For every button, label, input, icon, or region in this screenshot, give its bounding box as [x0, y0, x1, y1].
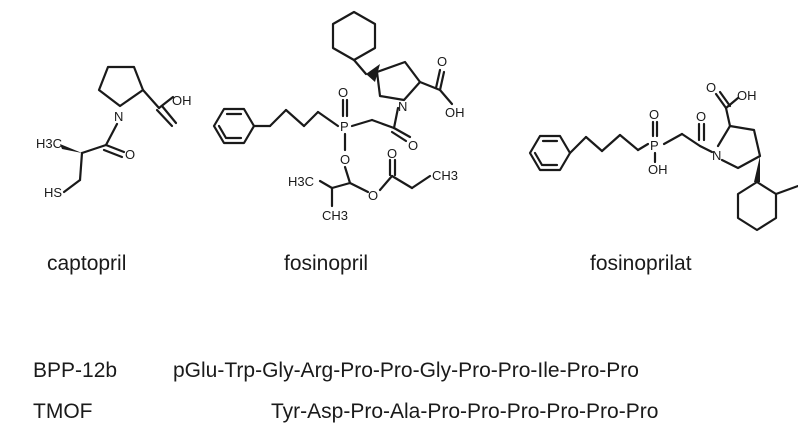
fos-o-amide-label: O [408, 138, 418, 153]
peptide-code: TMOF [33, 400, 93, 423]
fpl-p-label: P [650, 138, 659, 153]
fos-n-label: N [398, 99, 407, 114]
peptide-row-bpp: BPP-12b pGlu-Trp-Gly-Arg-Pro-Pro-Gly-Pro… [0, 359, 798, 389]
fosinoprilat-structure: P O OH O N O OH [528, 80, 798, 232]
compound-name-captopril: captopril [47, 252, 127, 275]
fos-ch3-right-label: CH3 [432, 168, 458, 183]
fos-o-acid-label: O [437, 54, 447, 69]
fos-oh-acid-label: OH [445, 105, 465, 120]
captopril-structure: OH N O H3C HS [36, 65, 192, 200]
peptide-sequence: Tyr-Asp-Pro-Ala-Pro-Pro-Pro-Pro-Pro-Pro [271, 400, 659, 423]
fosinopril-structure: N O OH O P O O H3 [212, 10, 465, 223]
compound-name-fosinopril: fosinopril [284, 252, 369, 275]
compound-name-fosinoprilat: fosinoprilat [590, 252, 692, 275]
cap-n-label: N [114, 109, 123, 124]
cap-oh-label: OH [172, 93, 192, 108]
fos-o-p-label: O [338, 85, 348, 100]
fpl-oh-label: OH [648, 162, 668, 177]
peptide-sequence: pGlu-Trp-Gly-Arg-Pro-Pro-Gly-Pro-Pro-Ile… [173, 359, 639, 382]
fos-o-ester-label: O [340, 152, 350, 167]
structure-diagrams: OH N O H3C HS N O OH O [36, 10, 798, 232]
fos-o-carbonyl-label: O [387, 146, 397, 161]
fpl-o-p-label: O [649, 107, 659, 122]
fpl-o-amide-label: O [696, 109, 706, 124]
fos-o-ester2-label: O [368, 188, 378, 203]
peptide-code: BPP-12b [33, 359, 118, 382]
fpl-n-label: N [712, 148, 721, 163]
cap-h3c-label: H3C [36, 136, 62, 151]
fos-ch3-bottom-label: CH3 [322, 208, 348, 223]
fos-p-label: P [340, 119, 349, 134]
fpl-o-acid-label: O [706, 80, 716, 95]
peptide-row-tmof: TMOF Tyr-Asp-Pro-Ala-Pro-Pro-Pro-Pro-Pro… [0, 400, 798, 430]
cap-o-label: O [125, 147, 135, 162]
cap-hs-label: HS [44, 185, 62, 200]
fpl-oh-acid-label: OH [737, 88, 757, 103]
fos-ch3-left-label: H3C [288, 174, 314, 189]
